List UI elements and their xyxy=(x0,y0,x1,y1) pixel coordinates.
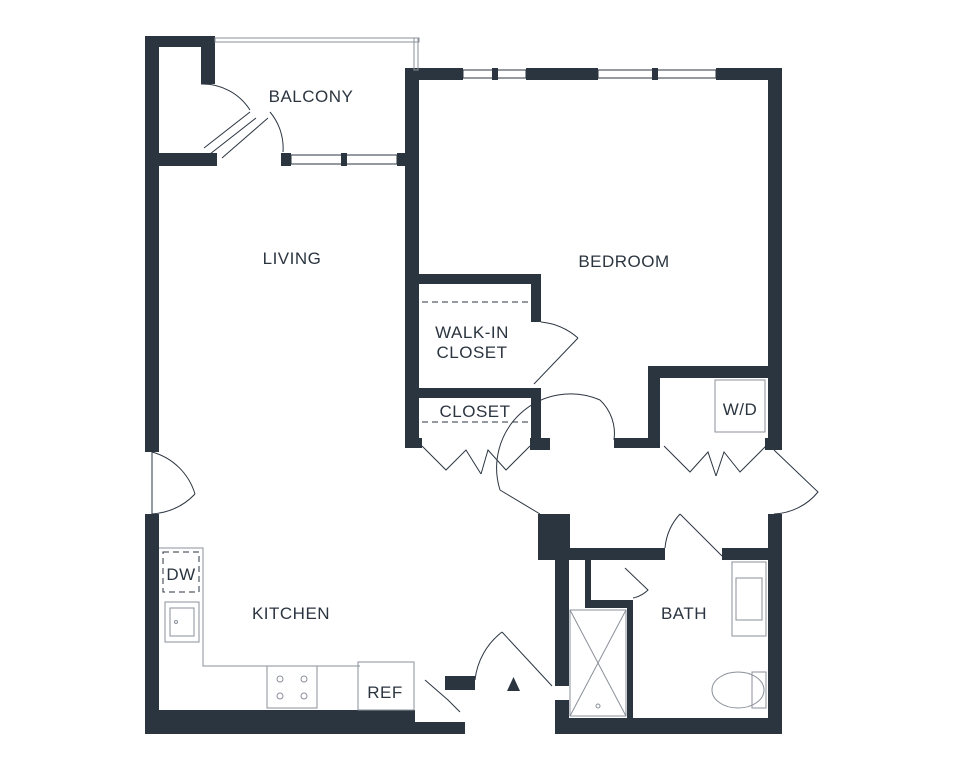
exterior-walls xyxy=(145,36,782,734)
refrigerator xyxy=(357,661,415,711)
kitchen-sink xyxy=(164,601,200,643)
stove xyxy=(266,665,318,709)
shower xyxy=(569,609,627,717)
dishwasher xyxy=(162,551,200,593)
room-labels: BALCONY LIVING BEDROOM WALK-IN CLOSET CL… xyxy=(166,87,758,702)
windows xyxy=(290,68,717,166)
walkin-label-line2: CLOSET xyxy=(436,343,507,362)
interior-walls xyxy=(405,274,782,718)
dw-label: DW xyxy=(166,565,195,584)
kitchen-fixtures xyxy=(159,547,415,711)
walkin-label-line1: WALK-IN xyxy=(435,323,509,342)
wd-label: W/D xyxy=(723,400,758,419)
kitchen-label: KITCHEN xyxy=(252,604,330,623)
living-label: LIVING xyxy=(263,249,322,268)
bath-label: BATH xyxy=(661,604,707,623)
washer-dryer xyxy=(714,379,766,433)
bath-fixtures xyxy=(569,379,767,717)
bedroom-label: BEDROOM xyxy=(578,252,669,271)
balcony-label: BALCONY xyxy=(269,87,354,106)
ref-label: REF xyxy=(367,683,403,702)
doors xyxy=(151,83,819,713)
vanity xyxy=(731,561,767,637)
closet-label: CLOSET xyxy=(439,402,510,421)
balcony-railing xyxy=(214,37,420,71)
toilet xyxy=(711,671,765,709)
closet-rods xyxy=(422,301,532,423)
entry-arrow-icon xyxy=(507,677,520,691)
